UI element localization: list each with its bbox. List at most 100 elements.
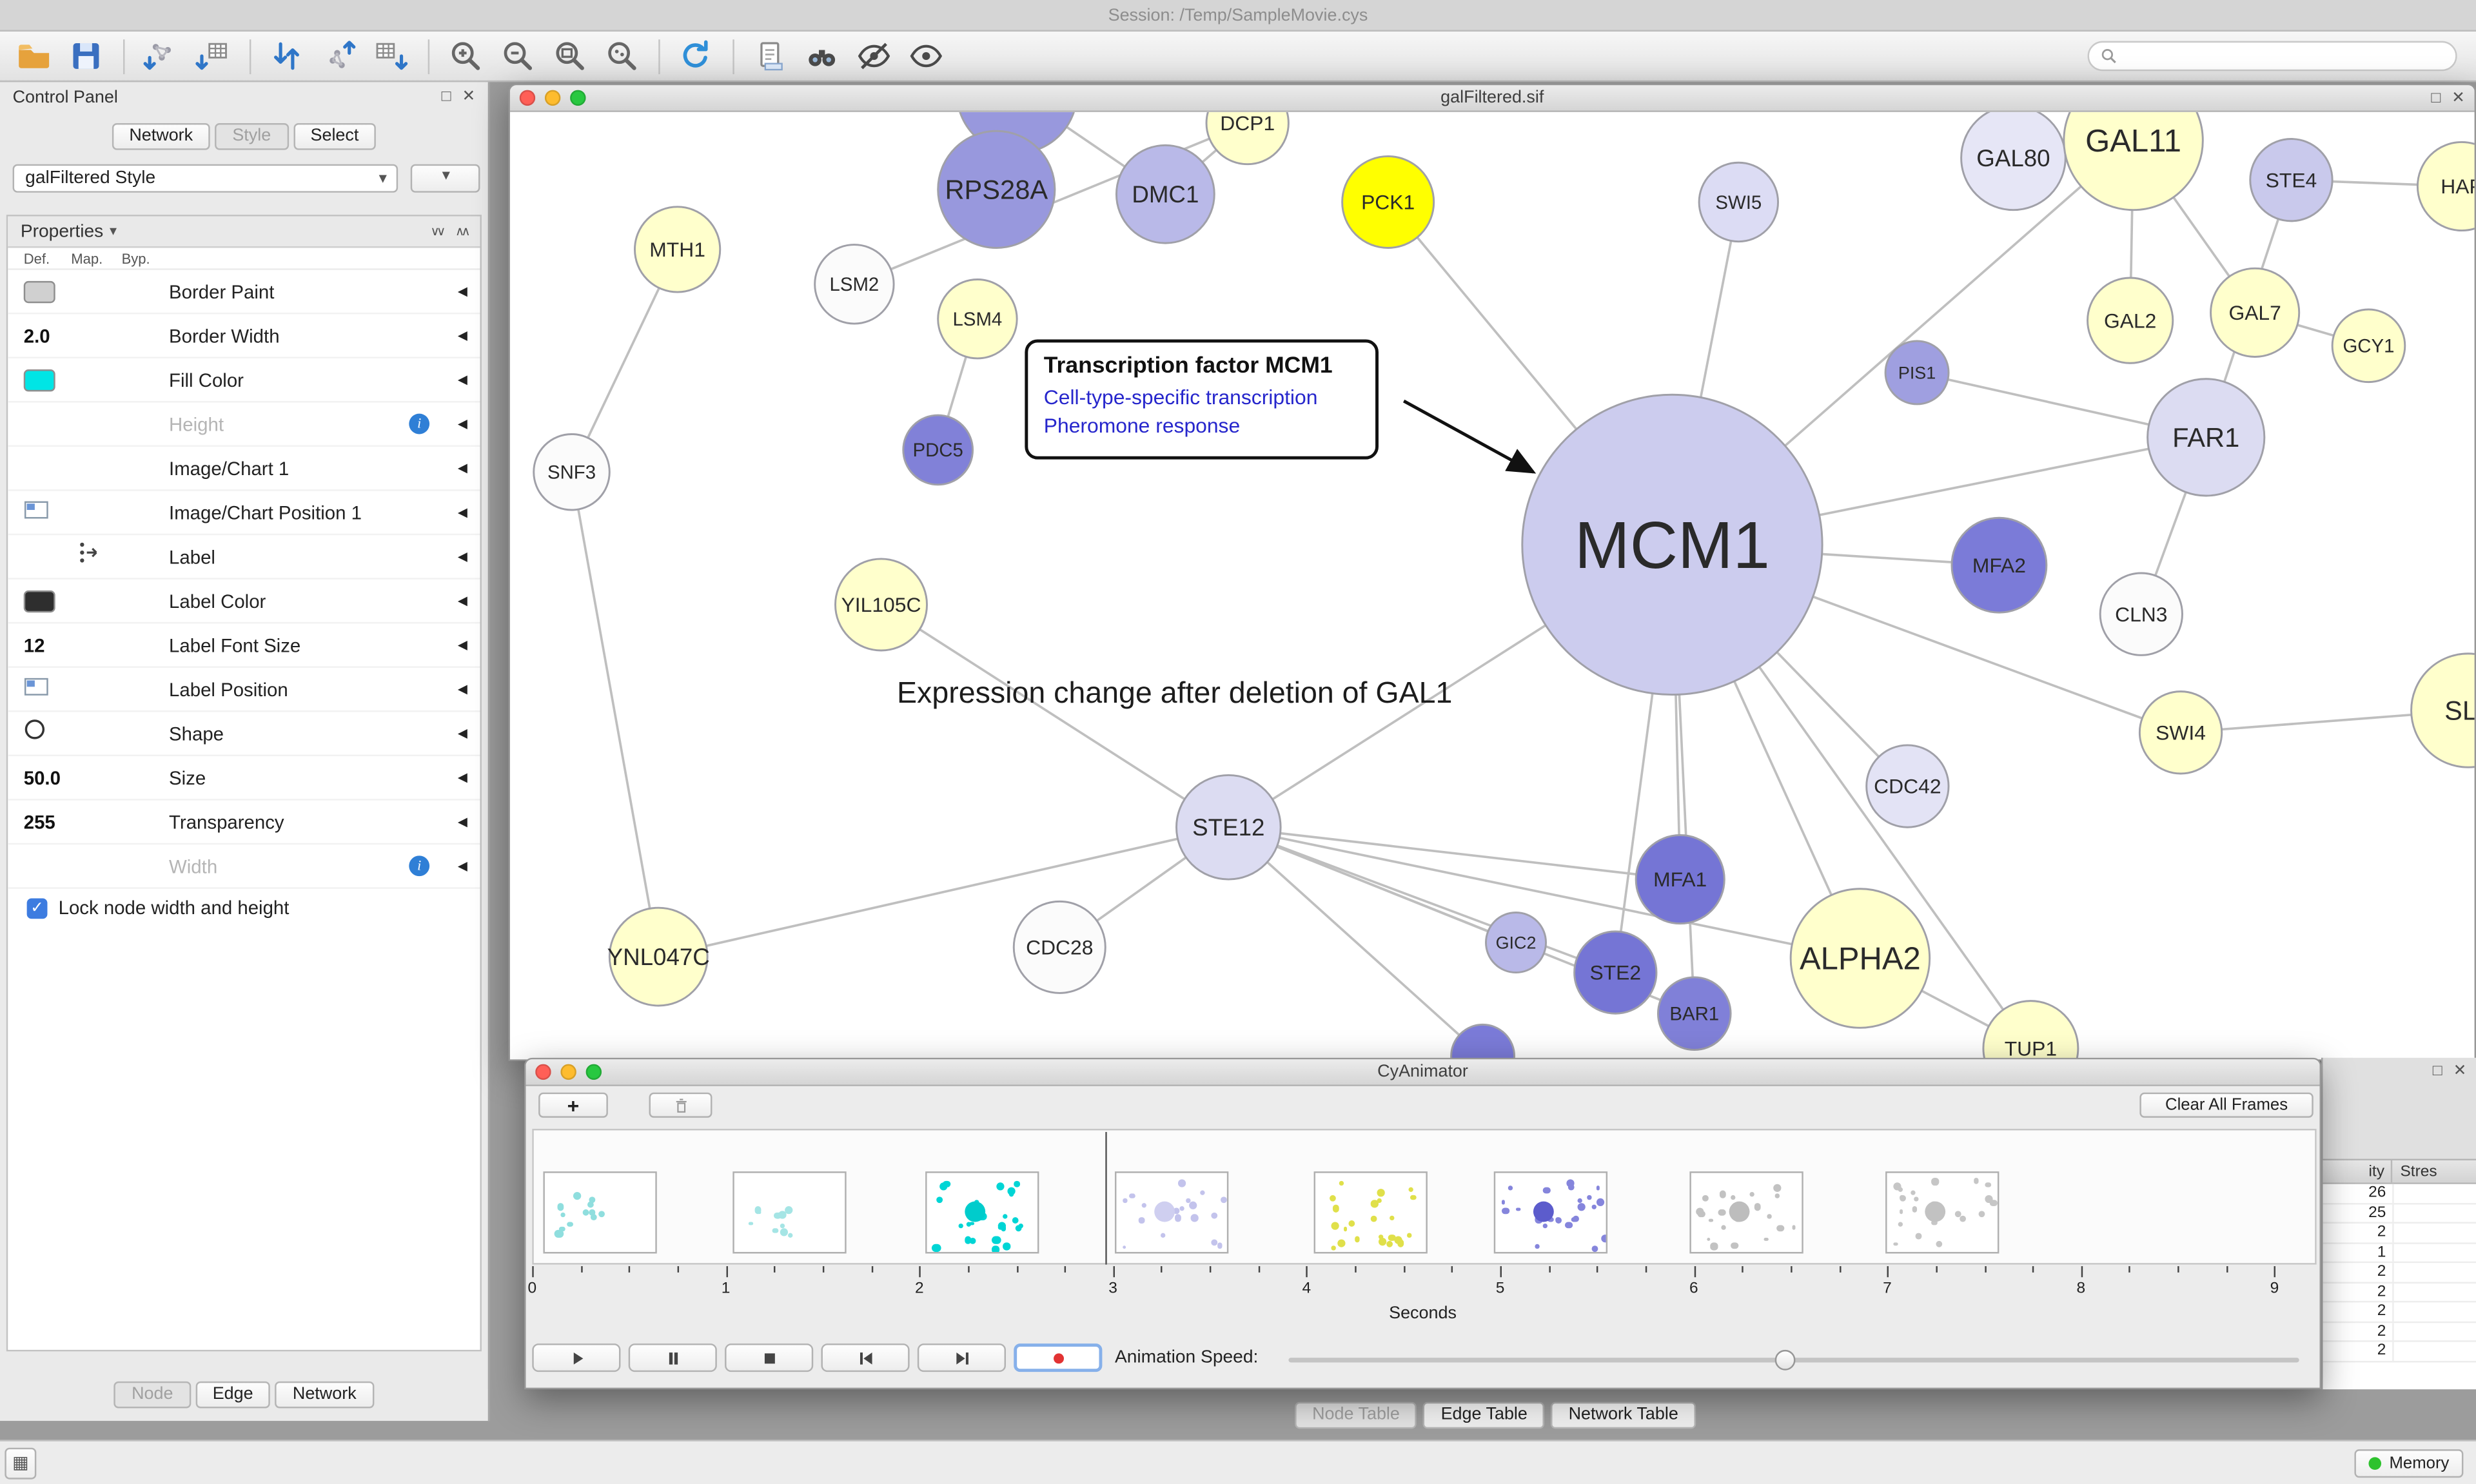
animation-speed-slider[interactable] (1288, 1349, 2299, 1371)
export-table-icon[interactable] (369, 35, 411, 77)
expand-all-icon[interactable]: ∧∧ (455, 224, 471, 239)
table-row[interactable]: 2 (2323, 1342, 2476, 1362)
export-arrows-icon[interactable] (265, 35, 306, 77)
search-box[interactable] (2087, 41, 2457, 72)
network-node-ste4[interactable] (2249, 138, 2334, 222)
close-panel-icon[interactable]: ✕ (2453, 1062, 2467, 1080)
close-panel-icon[interactable]: ✕ (462, 88, 476, 106)
network-node-slt2[interactable] (2410, 652, 2475, 768)
expand-property-icon[interactable]: ◀ (457, 461, 467, 476)
network-node-cln3[interactable] (2099, 572, 2183, 656)
network-node-pdc5[interactable] (902, 414, 974, 486)
zoom-out-icon[interactable] (496, 35, 537, 77)
memory-button[interactable]: Memory (2354, 1449, 2464, 1478)
frame-thumbnail-0[interactable] (543, 1171, 657, 1254)
timeline-playhead[interactable] (1105, 1131, 1107, 1265)
expand-property-icon[interactable]: ◀ (457, 726, 467, 741)
minimize-window-button[interactable] (560, 1064, 576, 1080)
network-node-dcp1[interactable] (1205, 112, 1290, 166)
network-node-tup1[interactable] (1982, 1000, 2079, 1060)
clear-all-frames-button[interactable]: Clear All Frames (2139, 1092, 2314, 1118)
network-node-dmc1[interactable] (1115, 144, 1215, 244)
network-node-yil105c[interactable] (834, 558, 928, 652)
lock-size-checkbox[interactable]: ✓ (26, 897, 48, 919)
float-window-icon[interactable]: □ (2431, 89, 2441, 107)
refresh-view-icon[interactable] (674, 35, 716, 77)
expand-property-icon[interactable]: ◀ (457, 372, 467, 387)
frame-thumbnail-6[interactable] (1689, 1171, 1803, 1254)
expand-property-icon[interactable]: ◀ (457, 328, 467, 343)
frame-thumbnail-3[interactable] (1114, 1171, 1229, 1254)
table-row[interactable]: 1 (2323, 1243, 2476, 1264)
next-frame-button[interactable] (917, 1343, 1007, 1372)
network-edge[interactable] (658, 826, 1229, 958)
zoom-window-button[interactable] (585, 1064, 602, 1080)
expand-property-icon[interactable]: ◀ (457, 859, 467, 874)
property-row-fill-color[interactable]: Fill Color◀ (8, 358, 480, 403)
default-value-swatch[interactable] (23, 589, 55, 612)
zoom-selected-icon[interactable] (600, 35, 642, 77)
style-selector[interactable]: galFiltered Style ▾ (12, 164, 398, 193)
network-node-alpha2[interactable] (1789, 888, 1931, 1029)
default-value-text[interactable]: 2.0 (23, 324, 50, 347)
network-node-rps28a[interactable] (937, 130, 1056, 249)
network-node-lsm2[interactable] (814, 244, 895, 325)
property-row-label-color[interactable]: Label Color◀ (8, 580, 480, 624)
tab-select[interactable]: Select (293, 123, 377, 150)
close-view-icon[interactable]: ✕ (2451, 89, 2465, 107)
annotation-arrow[interactable] (1402, 399, 1537, 474)
network-node-nodex[interactable] (1450, 1023, 1516, 1060)
network-node-mth1[interactable] (634, 206, 722, 293)
annotation-link[interactable]: Pheromone response (1043, 414, 1241, 438)
property-row-image-chart-position-1[interactable]: Image/Chart Position 1◀ (8, 491, 480, 536)
network-edge[interactable] (570, 471, 660, 957)
network-node-gal2[interactable] (2087, 277, 2174, 364)
network-snapshot-icon[interactable] (749, 35, 790, 77)
network-node-gal7[interactable] (2210, 267, 2301, 358)
close-window-button[interactable] (535, 1064, 551, 1080)
network-node-gal11[interactable] (2063, 112, 2204, 211)
frame-thumbnail-7[interactable] (1885, 1171, 1999, 1254)
expand-property-icon[interactable]: ◀ (457, 770, 467, 785)
play-button[interactable] (532, 1343, 621, 1372)
first-neighbors-icon[interactable] (801, 35, 842, 77)
network-node-lsm4[interactable] (937, 278, 1018, 360)
property-row-label-position[interactable]: Label Position◀ (8, 668, 480, 712)
table-row[interactable]: 26 (2323, 1184, 2476, 1204)
default-value-text[interactable]: 255 (23, 810, 55, 833)
export-network-icon[interactable] (317, 35, 359, 77)
import-table-icon[interactable] (191, 35, 232, 77)
network-node-cdc28[interactable] (1012, 900, 1106, 994)
tab-edge[interactable]: Edge (195, 1381, 271, 1409)
default-value-text[interactable]: 50.0 (23, 766, 61, 789)
properties-header[interactable]: Properties ▾ ∨∨ ∧∧ (8, 216, 480, 248)
network-node-cdc42[interactable] (1865, 744, 1950, 828)
network-node-hap[interactable] (2416, 141, 2475, 231)
slider-knob[interactable] (1774, 1349, 1795, 1371)
network-node-far1[interactable] (2147, 378, 2266, 497)
tab-network[interactable]: Network (275, 1381, 374, 1409)
network-node-mcm1[interactable] (1521, 393, 1823, 696)
show-all-icon[interactable] (905, 35, 946, 77)
network-node-ynl047c[interactable] (608, 906, 709, 1007)
expand-property-icon[interactable]: ◀ (457, 814, 467, 829)
tab-network-table[interactable]: Network Table (1551, 1401, 1696, 1429)
column-header[interactable]: ity (2323, 1160, 2393, 1183)
expand-property-icon[interactable]: ◀ (457, 638, 467, 652)
minimize-window-button[interactable] (544, 90, 561, 106)
table-row[interactable]: 2 (2323, 1322, 2476, 1342)
tab-node[interactable]: Node (114, 1381, 191, 1409)
annotation-link[interactable]: Cell-type-specific transcription (1043, 385, 1318, 409)
property-row-border-paint[interactable]: Border Paint◀ (8, 270, 480, 315)
network-canvas[interactable]: DCP1RPS28ADMC1PCK1SWI5GAL80GAL11STE4HAPM… (510, 112, 2475, 1060)
expand-property-icon[interactable]: ◀ (457, 549, 467, 564)
position-icon[interactable] (24, 675, 49, 703)
default-value-swatch[interactable] (23, 368, 55, 391)
style-options-button[interactable]: ▾ (410, 164, 480, 193)
